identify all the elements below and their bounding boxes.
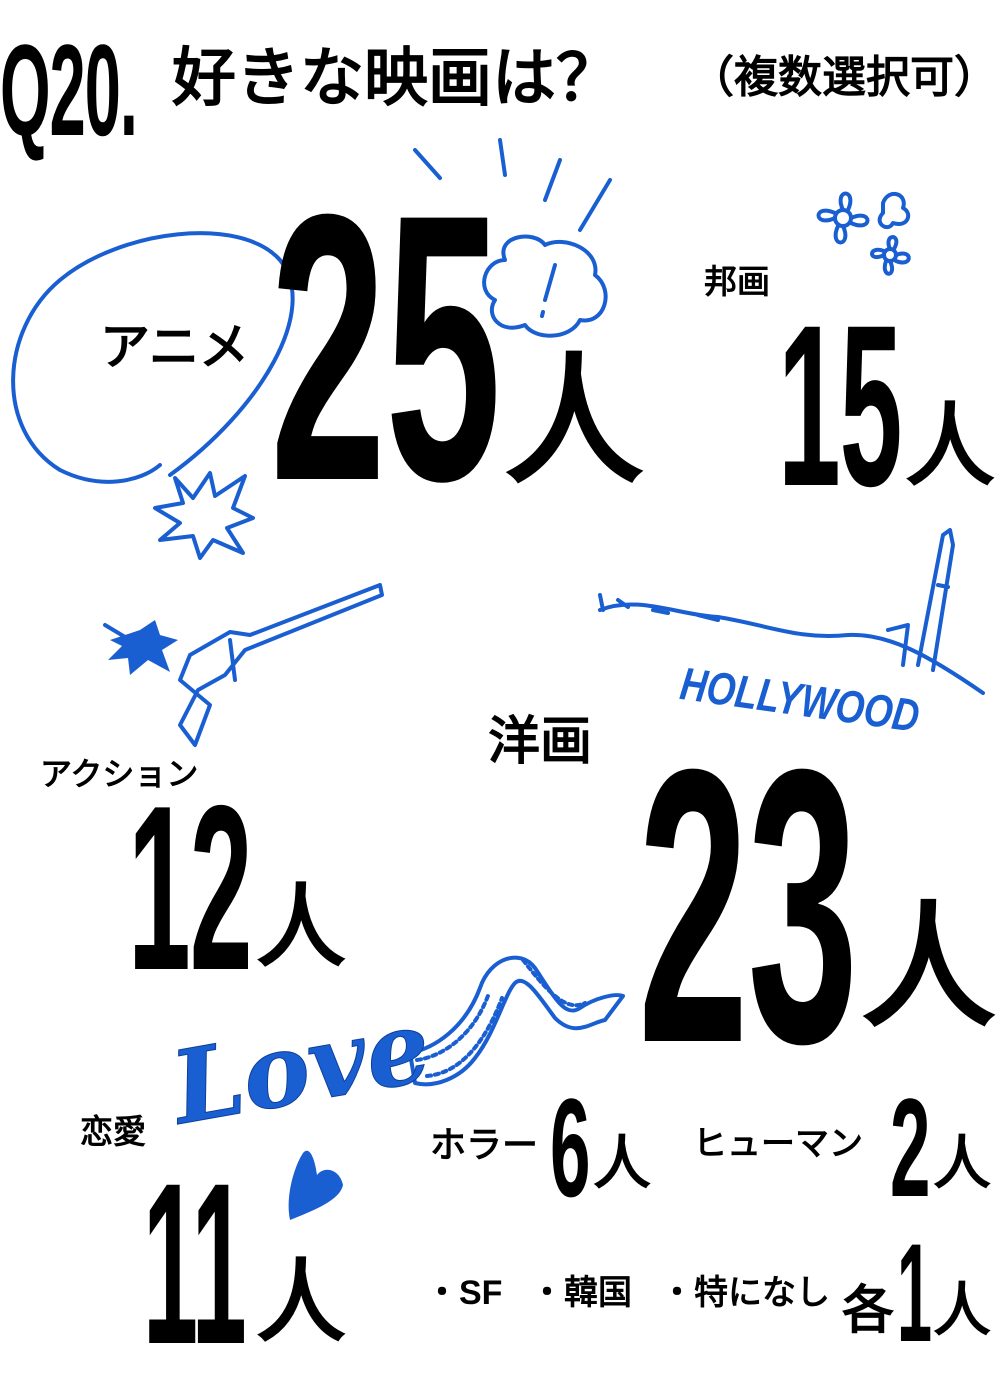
romance-unit: 人 [256, 1253, 346, 1353]
human-unit: 人 [933, 1131, 992, 1196]
others-unit: 人 [933, 1278, 992, 1343]
western-count: 23 [638, 688, 858, 1124]
circle-scribble-icon [11, 231, 295, 484]
action-count: 12 [128, 756, 253, 1019]
heart-icon [288, 1150, 343, 1220]
japanese-count: 15 [778, 277, 902, 534]
flowers-icon [816, 191, 911, 276]
others-item-none: ・特になし [660, 1274, 830, 1312]
romance-count: 11 [143, 1135, 247, 1392]
rifle-icon [103, 583, 384, 747]
western-unit: 人 [861, 892, 996, 1043]
burst-icon [153, 471, 255, 560]
romance-label: 恋愛 [80, 1113, 146, 1150]
horror-unit: 人 [593, 1131, 652, 1196]
horror-label: ホラー [430, 1124, 539, 1165]
anime-unit: 人 [504, 343, 645, 500]
exclamation-bubble-icon [413, 138, 612, 338]
others-item-sf: ・SF [425, 1274, 503, 1312]
action-unit: 人 [256, 878, 346, 978]
action-label: アクション [40, 756, 199, 792]
question-title: 好きな映画は？ [172, 42, 620, 114]
japanese-unit: 人 [905, 397, 995, 497]
others-item-korean: ・韓国 [530, 1274, 632, 1312]
film-strip-icon [408, 955, 625, 1087]
anime-label: アニメ [100, 319, 249, 375]
anime-count: 25 [270, 135, 501, 560]
western-label: 洋画 [488, 713, 593, 771]
human-label: ヒューマン [693, 1125, 863, 1163]
horror-count: 6 [550, 1069, 590, 1226]
question-number: Q20. [0, 17, 138, 163]
human-count: 2 [890, 1069, 930, 1226]
question-note: （複数選択可） [690, 53, 998, 102]
others-count: 1 [897, 1214, 932, 1371]
others-prefix: 各 [842, 1282, 895, 1340]
hollywood-hills-icon [598, 528, 985, 695]
japanese-label: 邦画 [704, 263, 770, 300]
